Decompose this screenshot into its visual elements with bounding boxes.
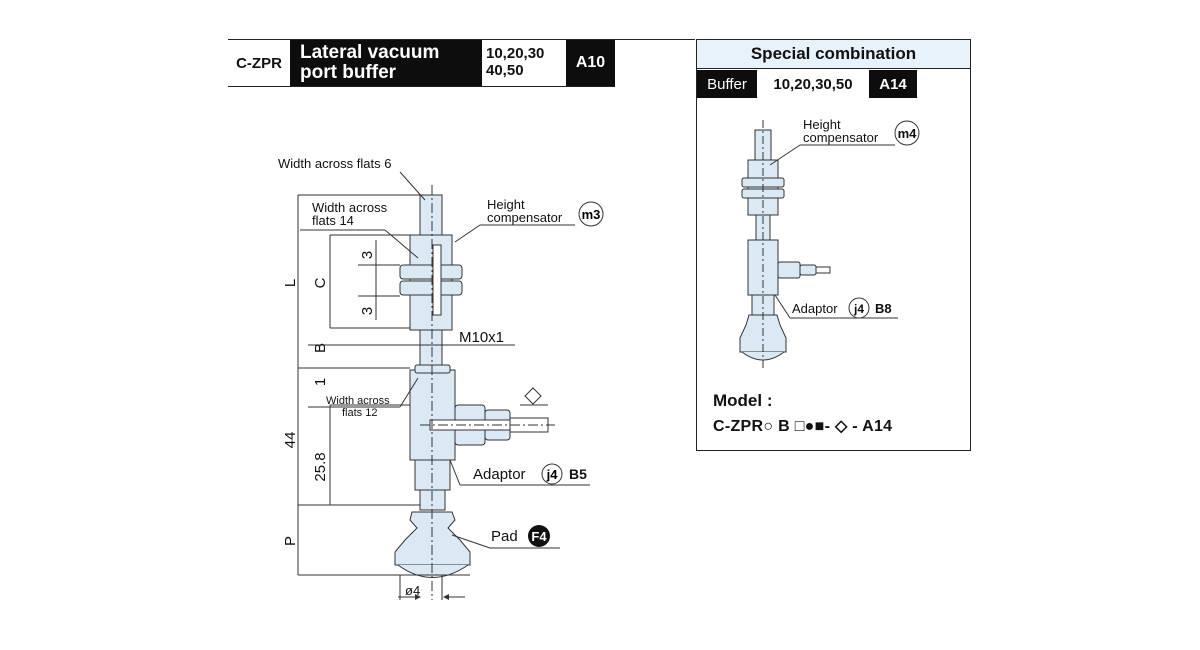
svg-text:m3: m3 [582, 207, 601, 222]
dim-44: 44 [282, 432, 299, 449]
model-label: Model : [713, 391, 773, 410]
series-sizes-line2: 40,50 [486, 62, 524, 79]
header-bottom-rule [228, 86, 615, 87]
label-adaptor-ref: B5 [569, 466, 587, 482]
series-sizes: 10,20,30 40,50 [482, 40, 566, 86]
top-shaft [419, 194, 443, 236]
svg-text:j4: j4 [546, 467, 559, 482]
sc-adaptor-ref: B8 [875, 301, 892, 316]
lower-shaft [419, 329, 443, 371]
badge-m4: m4 [894, 120, 920, 146]
dim-L: L [282, 279, 299, 287]
series-title: Lateral vacuum port buffer [290, 40, 482, 86]
diamond-symbol [524, 387, 542, 405]
label-width-across-flats-6: Width across flats 6 [278, 156, 391, 171]
badge-j4-main: j4 [541, 463, 563, 485]
label-wf12-line2: flats 12 [342, 407, 377, 419]
model-code: C-ZPR○ B □●■- ◇ - A14 [713, 418, 893, 435]
buffer-sizes: 10,20,30,50 [773, 75, 853, 93]
sc-adaptor-label: Adaptor [792, 301, 838, 316]
dim-P: P [282, 536, 299, 546]
special-combination-title: Special combination [697, 40, 970, 69]
lower-nut [399, 280, 463, 296]
header-right-rule [615, 39, 695, 40]
dim-3-top: 3 [359, 251, 376, 259]
label-adaptor: Adaptor [473, 466, 526, 483]
special-combination-box [696, 39, 971, 451]
series-title-line2: port buffer [300, 62, 397, 83]
label-wf12-line1: Width across [326, 395, 390, 407]
svg-text:F4: F4 [531, 529, 547, 544]
dim-25-8: 25.8 [312, 452, 329, 481]
pad-bellow [397, 564, 469, 578]
spring-slot [432, 244, 442, 316]
badge-j4-special: j4 [848, 297, 870, 319]
main-labels: Width across flats 6 Width across flats … [278, 156, 587, 598]
badge-f4: F4 [528, 525, 550, 547]
series-title-line1: Lateral vacuum [300, 42, 440, 63]
dim-1: 1 [312, 378, 329, 386]
label-wf14-line1: Width across [312, 200, 388, 215]
svg-text:m4: m4 [898, 126, 918, 141]
suction-pad [394, 511, 471, 566]
sc-height-comp-line1: Height [803, 117, 841, 132]
buffer-label: Buffer [697, 70, 757, 98]
label-dia4: ø4 [405, 583, 420, 598]
label-thread: M10x1 [459, 329, 504, 346]
label-wf14-line2: flats 14 [312, 213, 354, 228]
dim-B: B [312, 343, 329, 353]
label-pad: Pad [491, 528, 518, 545]
buffer-ref: A14 [869, 70, 917, 98]
main-dimension-lines [297, 171, 590, 600]
header-top-rule [228, 39, 615, 40]
main-assembly-drawing [394, 194, 549, 578]
special-leaders [769, 144, 898, 319]
series-sizes-line1: 10,20,30 [486, 45, 545, 62]
upper-nut [399, 264, 463, 280]
series-code: C-ZPR [236, 54, 282, 72]
badge-m3: m3 [578, 201, 604, 227]
dim-3-bottom: 3 [359, 307, 376, 315]
svg-text:j4: j4 [853, 302, 864, 316]
rotated-dimensions: L C 3 3 B 1 44 25.8 P [282, 251, 376, 546]
special-assembly-drawing [739, 129, 831, 361]
label-height-comp-line1: Height [487, 197, 525, 212]
label-height-comp-line2: compensator [487, 210, 563, 225]
special-labels: Height compensator Adaptor B8 [792, 117, 892, 316]
sc-height-comp-line2: compensator [803, 130, 879, 145]
dim-C: C [312, 277, 329, 288]
series-ref: A10 [566, 40, 615, 86]
